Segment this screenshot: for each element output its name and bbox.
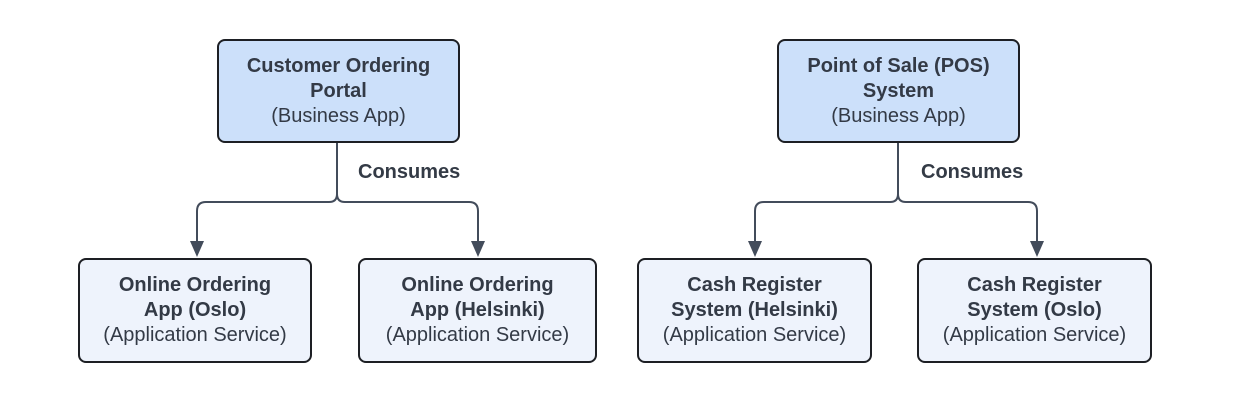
node-type-label: (Business App) [831, 104, 966, 127]
connector-pos-to-oslo[interactable] [897, 193, 1044, 257]
node-online-ordering-app-helsinki[interactable]: Online Ordering App (Helsinki) (Applicat… [358, 258, 597, 363]
node-type-label: (Application Service) [385, 324, 570, 346]
node-title-line: System (Oslo) [967, 299, 1102, 321]
node-point-of-sale-pos-system[interactable]: Point of Sale (POS) System (Business App… [777, 39, 1020, 143]
connector-portal-to-oslo[interactable] [190, 143, 338, 257]
node-cash-register-system-helsinki[interactable]: Cash Register System (Helsinki) (Applica… [637, 258, 872, 363]
node-title-line: Point of Sale (POS) [807, 54, 990, 77]
arrowhead-icon [748, 241, 762, 257]
node-title-line: Cash Register [687, 274, 822, 296]
node-title-line: App (Helsinki) [410, 299, 545, 321]
node-type-label: (Application Service) [942, 324, 1127, 346]
node-title-line: Portal [310, 79, 367, 102]
node-type-label: (Application Service) [662, 324, 847, 346]
connector-portal-to-helsinki[interactable] [336, 193, 485, 257]
node-title-line: Online Ordering [401, 274, 554, 296]
node-title-line: Customer Ordering [246, 54, 431, 77]
node-type-label: (Business App) [271, 104, 406, 127]
node-title-line: System [862, 79, 935, 102]
arrowhead-icon [1030, 241, 1044, 257]
node-title-line: System (Helsinki) [671, 299, 838, 321]
node-type-label: (Application Service) [103, 324, 287, 346]
edge-label-consumes-right: Consumes [921, 161, 1024, 183]
node-cash-register-system-oslo[interactable]: Cash Register System (Oslo) (Application… [917, 258, 1152, 363]
node-title-line: Online Ordering [118, 274, 272, 296]
arrowhead-icon [471, 241, 485, 257]
connector-pos-to-helsinki[interactable] [748, 143, 899, 257]
edge-label-consumes-left: Consumes [358, 161, 461, 183]
node-title-line: Cash Register [967, 274, 1102, 296]
node-customer-ordering-portal[interactable]: Customer Ordering Portal (Business App) [217, 39, 460, 143]
node-online-ordering-app-oslo[interactable]: Online Ordering App (Oslo) (Application … [78, 258, 312, 363]
node-title-line: App (Oslo) [143, 299, 247, 321]
arrowhead-icon [190, 241, 204, 257]
